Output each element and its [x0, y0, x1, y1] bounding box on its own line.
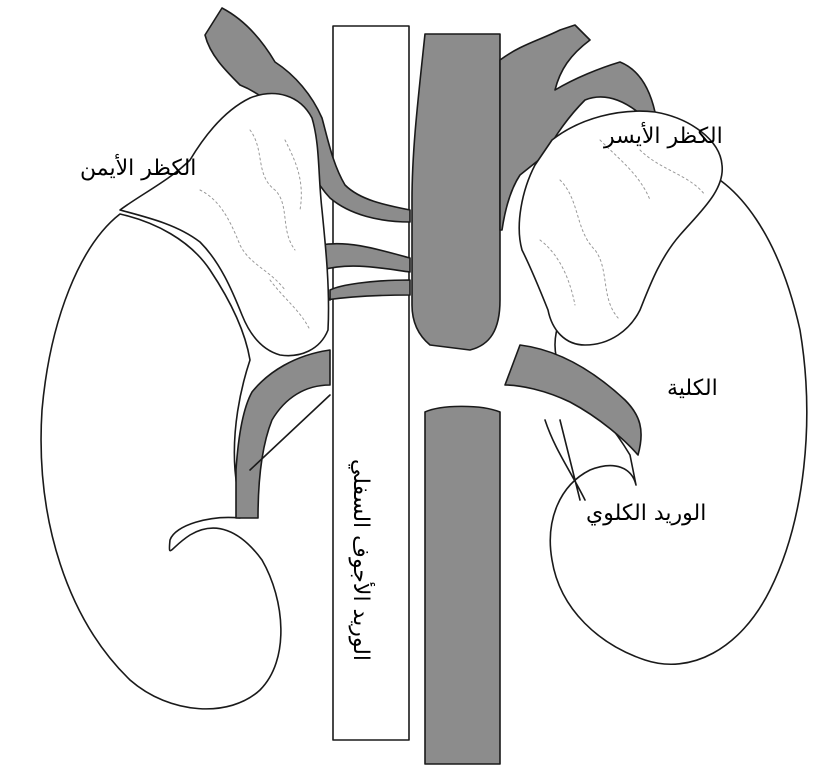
aorta-lower: [424, 405, 501, 765]
label-left-adrenal: الكظر الأيسر: [604, 124, 723, 149]
aorta-upper: [411, 33, 501, 351]
right-renal-vein: [235, 349, 331, 519]
label-kidney: الكلية: [667, 376, 718, 401]
right-adrenal-gland: [119, 92, 330, 357]
adrenal-texture: [199, 129, 706, 331]
label-inferior-vena-cava-text: الوريد الأجوف السفلي: [348, 458, 373, 662]
label-inferior-vena-cava: الوريد الأجوف السفلي: [340, 420, 380, 700]
renal-hilum-lines: [249, 394, 586, 501]
label-right-adrenal: الكظر الأيمن: [80, 156, 197, 181]
left-renal-vein: [504, 344, 642, 456]
label-renal-vein: الوريد الكلوي: [586, 501, 707, 526]
right-kidney: [40, 213, 282, 710]
